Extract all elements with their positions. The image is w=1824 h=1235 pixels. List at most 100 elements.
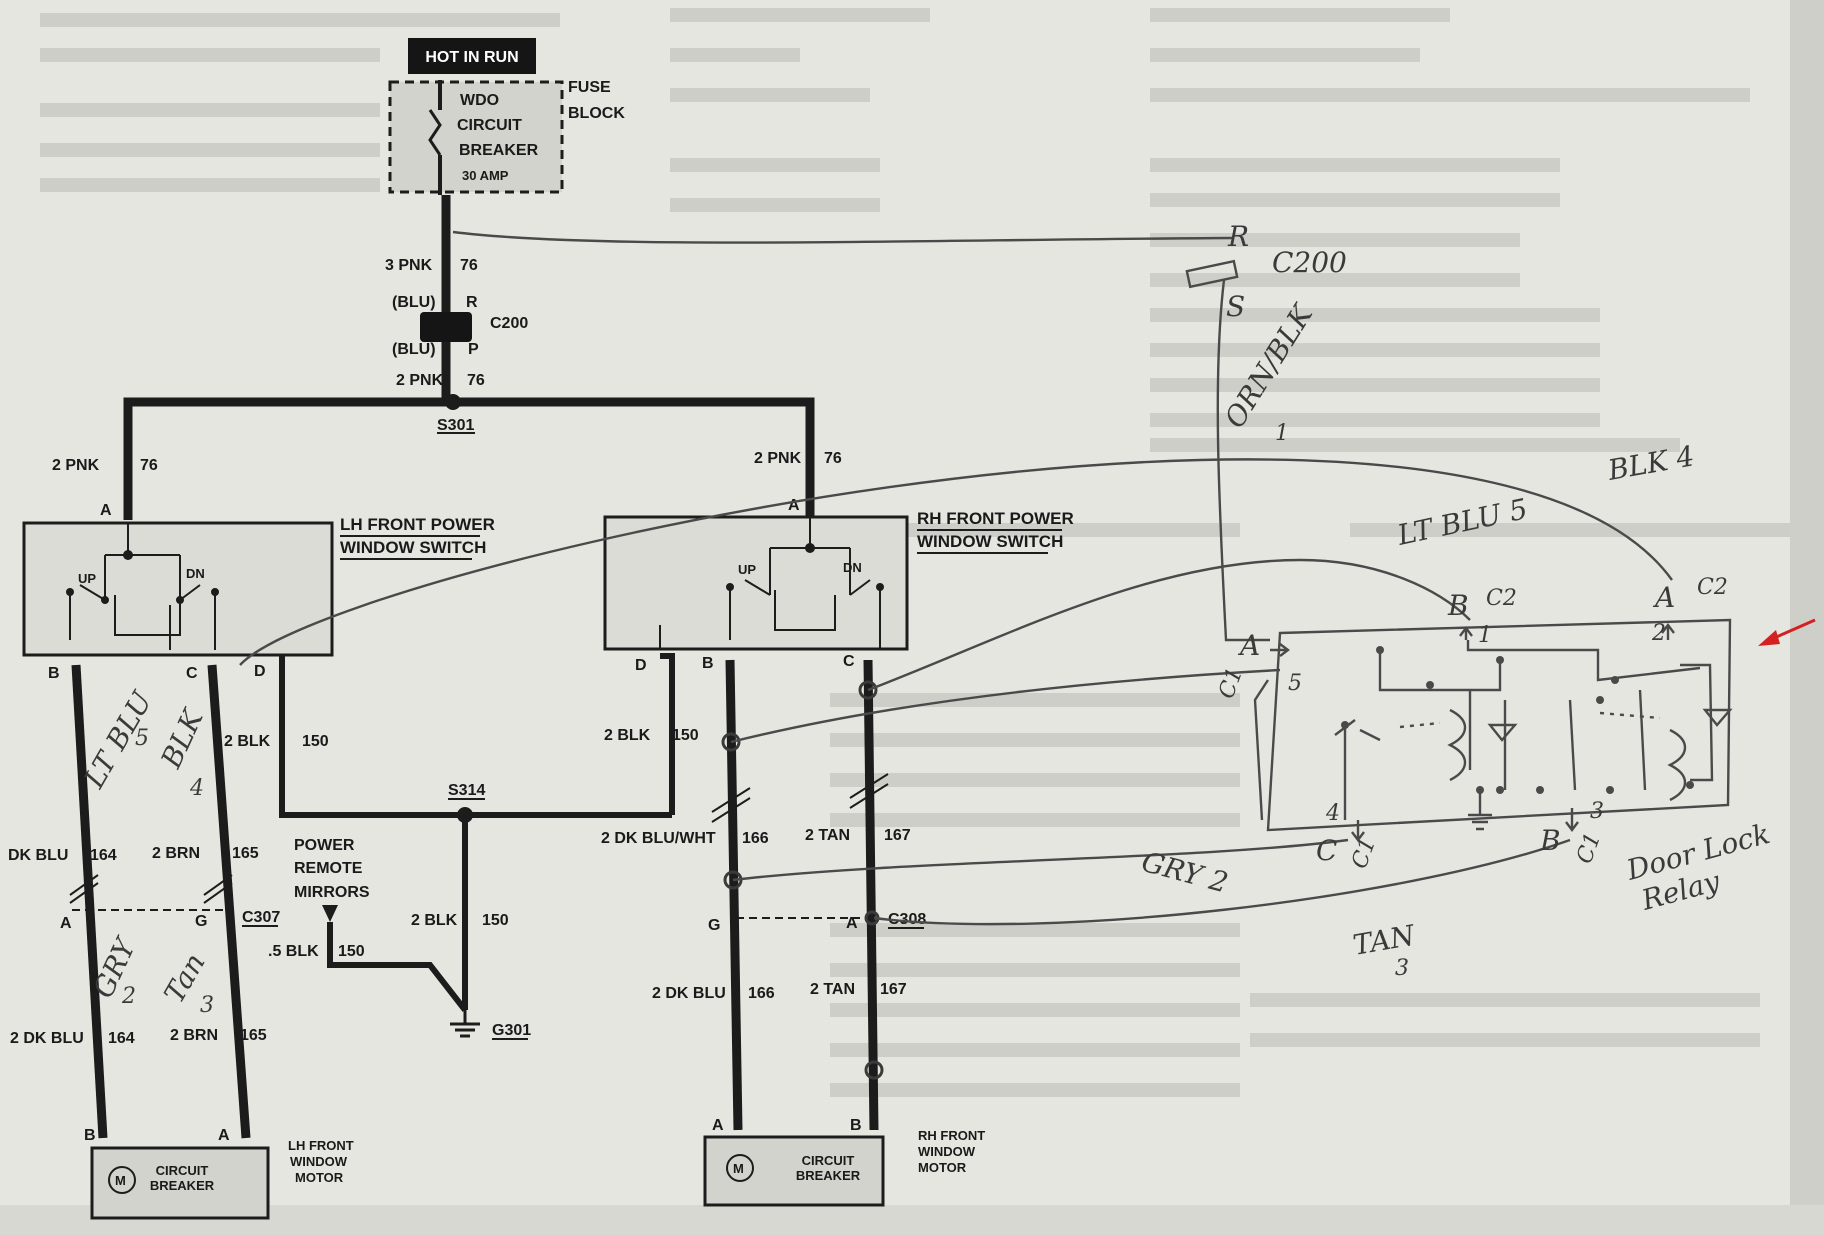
wire-num-150-lh: 150 bbox=[302, 733, 329, 750]
g301-label: G301 bbox=[492, 1022, 531, 1039]
lh-switch-pin-a: A bbox=[100, 502, 112, 519]
s301-splice bbox=[445, 394, 461, 410]
relay-num-1: 1 bbox=[1478, 623, 1492, 648]
rh-motor-cb-2: BREAKER bbox=[796, 1168, 861, 1183]
rh-motor-icon bbox=[726, 1154, 754, 1182]
c200-pin-p: P bbox=[468, 341, 479, 358]
hand-label-c200: C200 bbox=[1272, 246, 1347, 279]
relay-num-3: 3 bbox=[1590, 799, 1604, 824]
pencil-orn-blk-wire bbox=[1216, 279, 1270, 642]
pencil-ltblu5-wire bbox=[867, 558, 1471, 692]
rh-wire-c bbox=[863, 659, 879, 1131]
c307-label: C307 bbox=[242, 909, 280, 926]
hand-label-gry-2: 2 bbox=[121, 984, 136, 1009]
relay-c2-a: C2 bbox=[1697, 575, 1728, 600]
hand-label-blk-4: 4 bbox=[189, 776, 204, 801]
rh-wire-d-150 bbox=[660, 653, 675, 815]
lh-switch-pin-d: D bbox=[254, 663, 266, 680]
wire-label-2brn-lower: 2 BRN bbox=[170, 1027, 218, 1044]
wire-num-76-rh: 76 bbox=[824, 450, 842, 467]
rh-switch-pin-d: D bbox=[635, 657, 647, 674]
pencil-feed-wire bbox=[452, 230, 1233, 244]
wire-num-76-center: 76 bbox=[467, 372, 485, 389]
relay-num-5: 5 bbox=[1288, 671, 1302, 696]
fuse-label-breaker: BREAKER bbox=[459, 142, 539, 159]
s301-bus-wire bbox=[123, 397, 815, 520]
pencil-blk-wire-2 bbox=[730, 668, 1281, 744]
wire-label-2blk-rh: 2 BLK bbox=[604, 727, 651, 744]
rh-switch-pin-c: C bbox=[843, 653, 855, 670]
lh-motor-cb-1: CIRCUIT bbox=[156, 1163, 209, 1178]
relay-pin-arrows bbox=[1270, 623, 1675, 842]
rh-switch-title-1: RH FRONT POWER bbox=[917, 509, 1074, 528]
wire-label-2dkbluwht: 2 DK BLU/WHT bbox=[601, 830, 716, 847]
hand-label-tan-lh-3: 3 bbox=[200, 993, 214, 1018]
relay-c2-b: C2 bbox=[1486, 586, 1517, 611]
wire-num-165-lower: 165 bbox=[240, 1027, 267, 1044]
fuse-block-label-2: BLOCK bbox=[568, 105, 625, 122]
wire-num-167-upper: 167 bbox=[884, 827, 911, 844]
mirrors-label-3: MIRRORS bbox=[294, 884, 370, 901]
wire-label-2pnk-lh: 2 PNK bbox=[52, 457, 100, 474]
wire-label-2pnk-rh: 2 PNK bbox=[754, 450, 802, 467]
rh-motor-cb-1: CIRCUIT bbox=[802, 1153, 855, 1168]
lh-motor-cb-2: BREAKER bbox=[150, 1178, 215, 1193]
ground-symbol-g301 bbox=[450, 1010, 480, 1038]
lh-window-motor bbox=[90, 1146, 270, 1220]
wire-label-2dkblu-lh: 2 DK BLU bbox=[10, 1030, 84, 1047]
hand-label-ltblu-5: 5 bbox=[135, 726, 149, 751]
pencil-gry2-wire bbox=[732, 838, 1349, 882]
rh-switch-pin-a: A bbox=[788, 497, 800, 514]
fuse-amp-rating: 30 AMP bbox=[462, 168, 509, 183]
wire-num-150-mirror: 150 bbox=[338, 943, 365, 960]
c307-pin-g: G bbox=[195, 913, 207, 930]
wire-num-76-top: 76 bbox=[460, 257, 478, 274]
hot-in-run-banner bbox=[408, 38, 536, 74]
lh-wire-c bbox=[207, 664, 251, 1139]
hand-label-one: 1 bbox=[1275, 421, 1289, 446]
rh-motor-icon-m: M bbox=[733, 1161, 744, 1176]
rh-motor-title-2: WINDOW bbox=[918, 1144, 976, 1159]
mirrors-ground-wire bbox=[327, 922, 468, 1012]
wire-cut-marks bbox=[69, 773, 889, 904]
c308-label: C308 bbox=[888, 911, 926, 928]
wire-num-150-mid: 150 bbox=[482, 912, 509, 929]
wire-num-165-upper: 165 bbox=[232, 845, 259, 862]
background-ghost-lines bbox=[40, 8, 1790, 1097]
pencil-tan3-wire bbox=[873, 838, 1571, 926]
fuse-label-circuit: CIRCUIT bbox=[457, 117, 522, 134]
fuse-label-wdo: WDO bbox=[460, 92, 499, 109]
c200-pin-r: R bbox=[466, 294, 478, 311]
wire-label-2dkblu-rh: 2 DK BLU bbox=[652, 985, 726, 1002]
rh-switch-title-2: WINDOW SWITCH bbox=[917, 532, 1063, 551]
wire-num-164-lower: 164 bbox=[108, 1030, 135, 1047]
mirrors-label-2: REMOTE bbox=[294, 860, 363, 877]
lh-motor-title-3: MOTOR bbox=[295, 1170, 344, 1185]
lh-motor-pin-b: B bbox=[84, 1127, 96, 1144]
wire-num-76-lh: 76 bbox=[140, 457, 158, 474]
c308-pin-g: G bbox=[708, 917, 720, 934]
lh-motor-title-2: WINDOW bbox=[290, 1154, 348, 1169]
lh-wire-d-150 bbox=[279, 655, 465, 818]
lh-motor-title-1: LH FRONT bbox=[288, 1138, 354, 1153]
wire-num-164-upper: 164 bbox=[90, 847, 117, 864]
c200-label: C200 bbox=[490, 315, 528, 332]
c200-blu-bottom: (BLU) bbox=[392, 341, 436, 358]
s314-label: S314 bbox=[448, 782, 485, 799]
rh-switch-contacts bbox=[659, 517, 884, 650]
lh-motor-icon-m: M bbox=[115, 1173, 126, 1188]
rh-switch-pin-b: B bbox=[702, 655, 714, 672]
lh-switch-dn: DN bbox=[186, 566, 205, 581]
lh-switch-up: UP bbox=[78, 571, 96, 586]
lh-motor-icon bbox=[108, 1166, 136, 1194]
door-lock-relay bbox=[1253, 618, 1733, 832]
lh-switch-title-1: LH FRONT POWER bbox=[340, 515, 495, 534]
rh-motor-title-3: MOTOR bbox=[918, 1160, 967, 1175]
wire-label-2brn-upper: 2 BRN bbox=[152, 845, 200, 862]
c200-blu-top: (BLU) bbox=[392, 294, 436, 311]
fuse-block-box bbox=[388, 80, 564, 194]
pencil-c200-connector bbox=[1185, 259, 1239, 289]
lh-switch-title-2: WINDOW SWITCH bbox=[340, 538, 486, 557]
pencil-blk4-wire bbox=[239, 458, 1673, 666]
